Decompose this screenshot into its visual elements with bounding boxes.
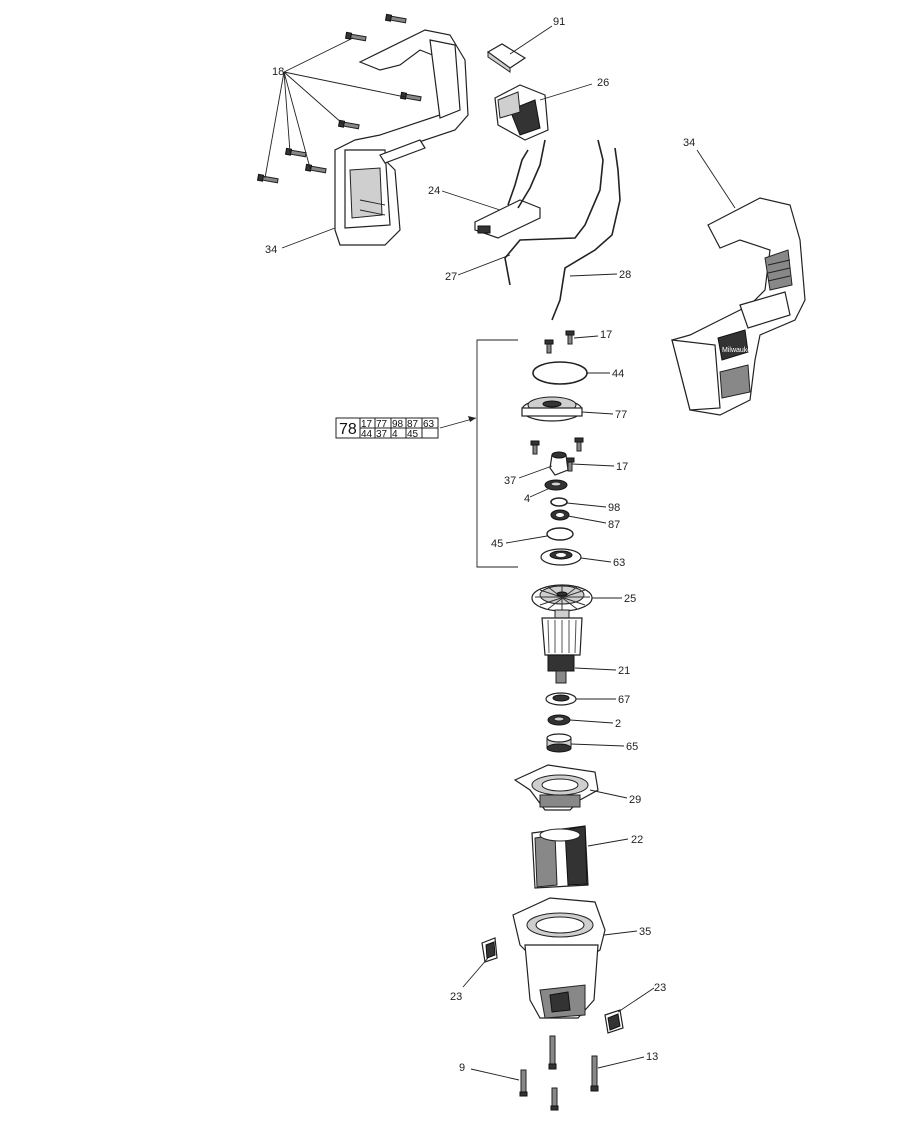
ring-45 [546,527,574,541]
callout-77: 77 [615,409,627,421]
callout-24: 24 [428,185,440,197]
screws-17-top [544,330,575,354]
callout-labels: 91 26 18 34 24 27 28 34 17 44 77 17 37 4… [265,16,695,1074]
bearing-4 [544,479,568,491]
armature-25 [531,584,593,619]
kit-cell: 98 [392,419,404,430]
screws-17-lower [530,437,584,472]
brush-holder-23-right [604,1009,624,1034]
leader-lines [264,25,736,1081]
kit-cell: 45 [407,429,419,440]
o-ring-44 [532,361,588,385]
screw-set-18 [256,13,422,184]
washer-87 [550,509,570,521]
callout-44: 44 [612,368,624,380]
callout-29: 29 [629,794,641,806]
bearing-cover-77 [521,396,583,422]
callout-22: 22 [631,834,643,846]
bearing-67 [545,692,577,706]
callout-4: 4 [524,493,530,505]
bearing-retainer-63 [540,548,582,566]
kit-cell: 4 [392,429,398,440]
callout-2: 2 [615,718,621,730]
commutator-21 [541,617,583,684]
callout-17-top: 17 [600,329,612,341]
housing-logo: Milwaukee [722,347,755,354]
switch-26 [494,84,549,141]
callout-34-left: 34 [265,244,277,256]
callout-91: 91 [553,16,565,28]
callout-35: 35 [639,926,651,938]
callout-28: 28 [619,269,631,281]
handle-half-right: Milwaukee [671,197,806,416]
callout-87: 87 [608,519,620,531]
callout-67: 67 [618,694,630,706]
callout-23-right: 23 [654,982,666,994]
callout-18: 18 [272,66,284,78]
handle-half-left [334,29,469,246]
callout-25: 25 [624,593,636,605]
motor-housing-35 [512,897,606,1019]
callout-37: 37 [504,475,516,487]
field-baffle-29 [513,764,599,811]
screws-9-13 [519,1035,599,1111]
kit-cell: 44 [361,429,373,440]
kit-cell: 37 [376,429,388,440]
brush-holder-23-left [481,937,498,963]
terminal-block-24 [474,139,546,239]
field-22 [531,825,589,889]
callout-17-lower: 17 [616,461,628,473]
callout-13: 13 [646,1051,658,1063]
callout-34-right: 34 [683,137,695,149]
callout-27: 27 [445,271,457,283]
washer-98 [550,497,568,507]
fan-baffle-37 [549,451,569,476]
callout-63: 63 [613,557,625,569]
callout-98: 98 [608,502,620,514]
clip-91 [486,43,527,73]
kit-cell: 77 [376,419,388,430]
lead-wire-28 [551,147,621,321]
kit-id: 78 [339,421,357,438]
kit-cell: 87 [407,419,419,430]
callout-23-left: 23 [450,991,462,1003]
lead-wire-27 [504,139,604,286]
service-kit-78: 78 17 77 98 87 63 44 37 4 45 [335,339,518,568]
kit-cell: 17 [361,419,373,430]
callout-65: 65 [626,741,638,753]
kit-cell: 63 [423,419,435,430]
callout-26: 26 [597,77,609,89]
callout-9: 9 [459,1062,465,1074]
callout-45: 45 [491,538,503,550]
callout-21: 21 [618,665,630,677]
bearing-2 [547,714,571,726]
sleeve-65 [546,733,572,753]
